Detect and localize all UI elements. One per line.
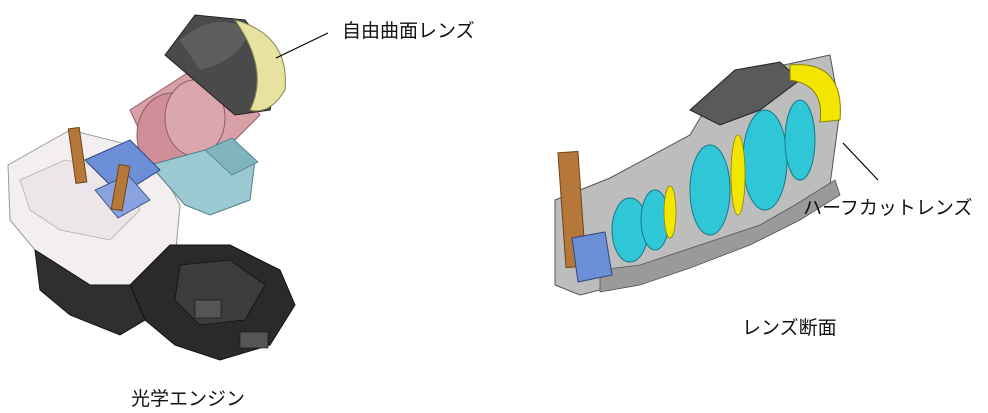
half-cut-lens-label: ハーフカットレンズ [803,197,973,219]
freeform-lens-label: 自由曲面レンズ [342,20,475,42]
leader-line-freeform [275,32,329,59]
leader-line-halfcut [842,142,879,181]
optical-engine-caption: 光学エンジン [131,388,246,410]
lens-section-caption: レンズ断面 [742,317,837,339]
optical-engine-illustration [7,14,296,361]
lens-section-illustration [554,54,841,296]
